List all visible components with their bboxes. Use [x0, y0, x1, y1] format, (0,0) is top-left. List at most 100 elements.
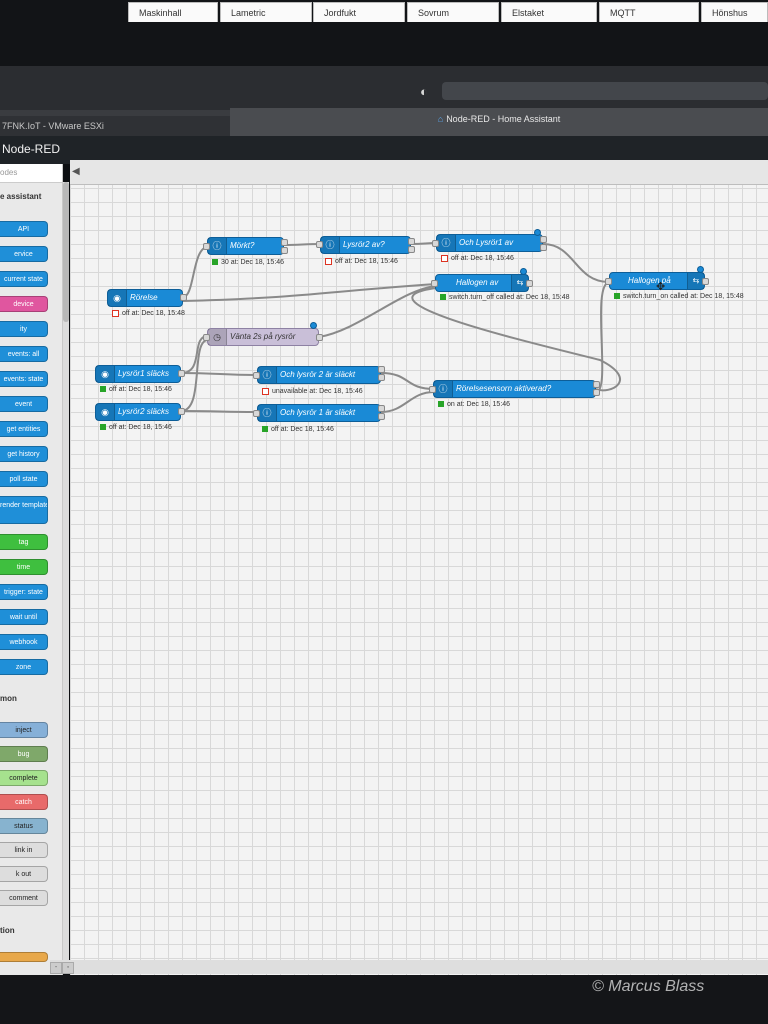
output-port[interactable]: [540, 244, 547, 251]
palette-node-ha[interactable]: event: [0, 396, 48, 412]
palette-node-ha[interactable]: time: [0, 559, 48, 575]
input-port[interactable]: [253, 372, 260, 379]
changed-indicator-icon: [534, 229, 541, 236]
output-port[interactable]: [281, 239, 288, 246]
node-label: Och Lysrör1 av: [459, 238, 514, 247]
output-port[interactable]: [702, 278, 709, 285]
palette-node-ha[interactable]: API: [0, 221, 48, 237]
palette-node-common[interactable]: link in: [0, 842, 48, 858]
palette-node-ha[interactable]: events: all: [0, 346, 48, 362]
palette-category-function[interactable]: tion: [0, 926, 15, 935]
palette-node-ha[interactable]: render template: [0, 496, 48, 524]
node-label: Vänta 2s på rysrör: [230, 332, 296, 341]
input-port[interactable]: [203, 334, 210, 341]
node-vanta-2s[interactable]: ◷Vänta 2s på rysrör: [207, 328, 319, 346]
output-port[interactable]: [378, 413, 385, 420]
zoom-reset-button[interactable]: ◦: [62, 962, 74, 974]
workspace-tab-lametric[interactable]: Lametric: [220, 2, 312, 22]
node-rorelse[interactable]: ◉Rörelse: [107, 289, 183, 307]
palette-node-common[interactable]: catch: [0, 794, 48, 810]
input-port[interactable]: [203, 243, 210, 250]
palette-node-ha[interactable]: zone: [0, 659, 48, 675]
node-hallogen-pa[interactable]: Hallogen på⇆: [609, 272, 705, 290]
palette-node-common[interactable]: k out: [0, 866, 48, 882]
status-green-icon: [614, 293, 620, 300]
palette-scroll-thumb[interactable]: [63, 182, 69, 322]
workspace-tab-elstaket[interactable]: Elstaket: [501, 2, 597, 22]
tab-scroll-left-icon[interactable]: ◀: [72, 166, 80, 177]
palette-node-common[interactable]: comment: [0, 890, 48, 906]
node-label: Rörelsesensorn aktiverad?: [456, 384, 552, 393]
output-port[interactable]: [526, 280, 533, 287]
palette-node-common[interactable]: complete: [0, 770, 48, 786]
input-port[interactable]: [316, 241, 323, 248]
output-port[interactable]: [408, 238, 415, 245]
privacy-shield-icon[interactable]: ◐: [420, 84, 428, 99]
palette-node-ha[interactable]: tag: [0, 534, 48, 550]
input-port[interactable]: [253, 410, 260, 417]
palette-category-home-assistant[interactable]: e assistant: [0, 192, 42, 201]
palette-node-common[interactable]: inject: [0, 722, 48, 738]
node-lysror2-slacks[interactable]: ◉Lysrör2 släcks: [95, 403, 181, 421]
wire: [182, 246, 209, 298]
output-port[interactable]: [180, 294, 187, 301]
output-port[interactable]: [178, 370, 185, 377]
palette-node-ha[interactable]: trigger: state: [0, 584, 48, 600]
workspace-tab-mqtt[interactable]: MQTT: [599, 2, 699, 22]
workspace-tab-maskinhall[interactable]: Maskinhall: [128, 2, 218, 22]
palette-node-common[interactable]: status: [0, 818, 48, 834]
node-label: Hallogen på: [628, 276, 671, 285]
palette-node-function[interactable]: [0, 952, 48, 962]
workspace-tab-sovrum[interactable]: Sovrum: [407, 2, 499, 22]
wire: [411, 287, 621, 392]
output-port[interactable]: [378, 366, 385, 373]
palette-category-common[interactable]: mon: [0, 694, 17, 703]
palette-node-ha[interactable]: get history: [0, 446, 48, 462]
palette-node-ha[interactable]: wait until: [0, 609, 48, 625]
output-port[interactable]: [593, 389, 600, 396]
output-port[interactable]: [408, 246, 415, 253]
node-red-header: Node-RED: [0, 136, 768, 164]
workspace-tab-jordfukt[interactable]: Jordfukt: [313, 2, 405, 22]
palette-node-ha[interactable]: poll state: [0, 471, 48, 487]
browser-tab-node-red[interactable]: ⌂Node-RED - Home Assistant: [230, 108, 768, 136]
input-port[interactable]: [432, 240, 439, 247]
node-lysror1-slacks[interactable]: ◉Lysrör1 släcks: [95, 365, 181, 383]
palette-node-ha[interactable]: ity: [0, 321, 48, 337]
palette-scrollbar[interactable]: [63, 182, 69, 972]
palette-node-ha[interactable]: webhook: [0, 634, 48, 650]
app-title: Node-RED: [2, 142, 61, 156]
input-port[interactable]: [429, 386, 436, 393]
output-port[interactable]: [540, 236, 547, 243]
palette-node-ha[interactable]: ervice: [0, 246, 48, 262]
palette-node-ha[interactable]: get entities: [0, 421, 48, 437]
workspace-scrollbar[interactable]: - ◦: [50, 960, 768, 974]
palette-node-common[interactable]: bug: [0, 746, 48, 762]
output-port[interactable]: [316, 334, 323, 341]
palette-filter-input[interactable]: odes: [0, 164, 62, 183]
status-green-icon: [100, 386, 106, 393]
output-port[interactable]: [378, 374, 385, 381]
input-port[interactable]: [431, 280, 438, 287]
palette-node-ha[interactable]: device: [0, 296, 48, 312]
output-port[interactable]: [281, 247, 288, 254]
output-port[interactable]: [378, 405, 385, 412]
node-status: off at: Dec 18, 15:46: [325, 257, 398, 266]
palette-node-ha[interactable]: current state: [0, 271, 48, 287]
input-port[interactable]: [605, 278, 612, 285]
browser-tab-esxi[interactable]: 7FNK.IoT - VMware ESXi: [0, 116, 230, 136]
address-bar[interactable]: [442, 82, 768, 100]
palette-node-ha[interactable]: events: state: [0, 371, 48, 387]
node-status: off at: Dec 18, 15:46: [100, 423, 172, 432]
output-port[interactable]: [178, 408, 185, 415]
output-port[interactable]: [593, 381, 600, 388]
zoom-out-button[interactable]: -: [50, 962, 62, 974]
node-status-text: off at: Dec 18, 15:46: [109, 386, 172, 393]
node-hallogen-av[interactable]: Hallogen av⇆: [435, 274, 529, 292]
